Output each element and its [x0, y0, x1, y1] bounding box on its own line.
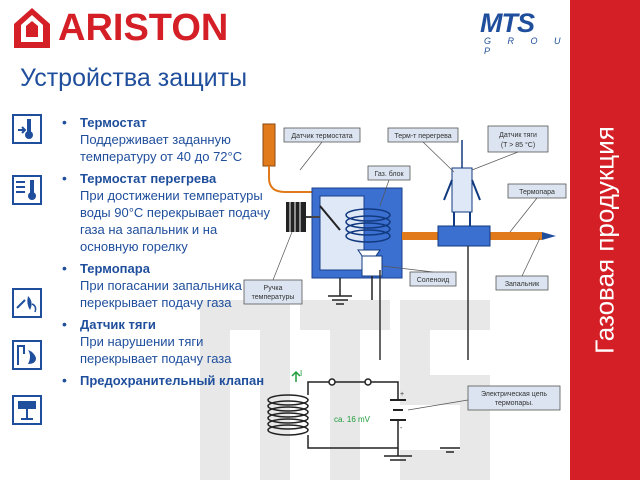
ariston-logo: ARISTON	[12, 6, 228, 50]
label-temperature-knob-2: температуры	[252, 294, 295, 301]
item-description: Поддерживает заданную температуру от 40 …	[80, 132, 243, 164]
diagram-wire	[379, 246, 469, 360]
thermostat-icon	[12, 114, 42, 144]
label-circuit-2: термопары.	[495, 400, 533, 407]
pilot-flame-tip	[542, 232, 556, 240]
mts-group-label: G R O U P	[484, 36, 568, 56]
item-title: Термостат	[80, 115, 147, 130]
temperature-knob	[286, 202, 306, 232]
overheat-thermostat-icon	[12, 175, 42, 205]
voltage-label: ca. 16 mV	[334, 415, 371, 424]
list-item: Термостат перегрева При достижении темпе…	[60, 170, 275, 255]
safety-valve-icon	[12, 395, 42, 425]
ground-symbol	[328, 295, 352, 305]
side-band	[570, 0, 640, 480]
current-label: I	[300, 369, 302, 378]
draft-sensor-icon	[12, 340, 42, 370]
label-thermostat-sensor: Датчик термостата	[291, 133, 352, 140]
label-overheat-thermostat: Терм-т перегрева	[394, 133, 451, 140]
list-item: Термостат Поддерживает заданную температ…	[60, 114, 275, 165]
thermocouple-icon	[12, 288, 42, 318]
label-circuit: Электрическая цепь	[481, 391, 547, 398]
list-item: Датчик тяги При нарушении тяги перекрыва…	[60, 316, 275, 367]
draft-sensor-body	[451, 167, 473, 213]
item-title: Предохранительный клапан	[80, 373, 265, 388]
thermocouple-circuit	[267, 370, 460, 461]
gas-valve-schematic: Датчик термостата Терм-т перегрева Датчи…	[243, 123, 567, 461]
section-title: Газовая продукция	[570, 0, 640, 480]
label-draft-sensor: Датчик тяги	[499, 132, 537, 139]
item-title: Датчик тяги	[80, 317, 156, 332]
brand-name: ARISTON	[58, 7, 229, 49]
list-item: Термопара При погасании запальника перек…	[60, 260, 275, 311]
label-draft-sensor-temp: (T > 85 °C)	[501, 141, 535, 149]
thermostat-sensor-probe	[262, 123, 276, 167]
mts-brand: MTS	[480, 8, 535, 38]
solenoid-body	[361, 255, 383, 277]
label-solenoid: Соленоид	[417, 277, 450, 284]
gas-block-inner	[319, 195, 365, 271]
section-title-text: Газовая продукция	[589, 126, 620, 354]
protection-devices-list: Термостат Поддерживает заданную температ…	[60, 114, 275, 394]
item-description: При нарушении тяги перекрывает подачу га…	[80, 334, 232, 366]
capillary-tube	[268, 166, 320, 193]
gas-block-coil	[345, 208, 391, 243]
label-thermocouple: Термопара	[519, 189, 555, 196]
mts-group-logo: MTS G R O U P	[478, 8, 568, 56]
item-title: Термопара	[80, 261, 150, 276]
plus-terminal: +	[400, 391, 404, 398]
minus-terminal: -	[400, 425, 403, 432]
list-item: Предохранительный клапан	[60, 372, 275, 389]
label-gas-block: Газ. блок	[374, 170, 404, 178]
burner-body	[437, 225, 491, 247]
label-temperature-knob: Ручка	[264, 285, 283, 292]
label-pilot: Запальник	[505, 281, 540, 288]
page-title: Устройства защиты	[20, 64, 248, 92]
house-logo-icon	[14, 8, 50, 48]
item-description: При достижении температуры воды 90°C пер…	[80, 188, 271, 254]
item-description: При погасании запальника перекрывает под…	[80, 278, 242, 310]
item-title: Термостат перегрева	[80, 171, 217, 186]
